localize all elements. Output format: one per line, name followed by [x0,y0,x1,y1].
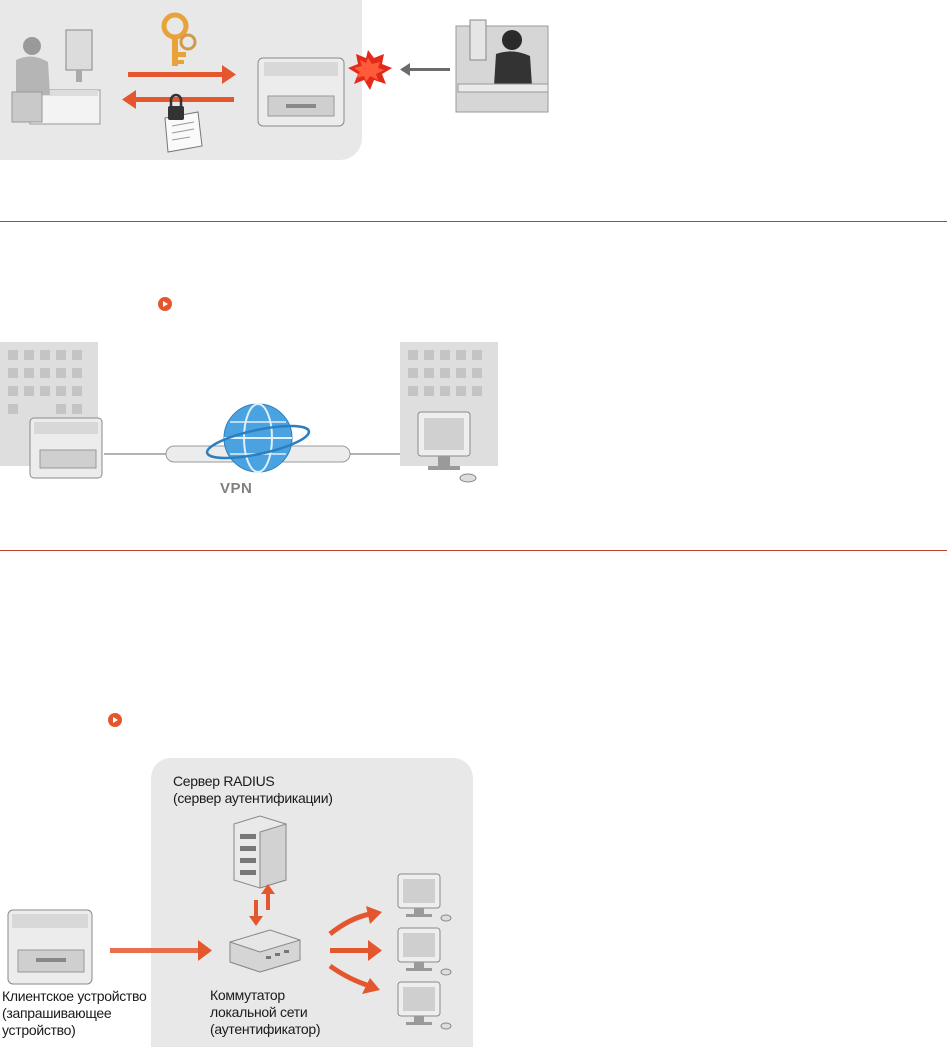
user-at-computer-icon [11,29,101,125]
client-monitor-icon [397,873,452,922]
switch-label-line-2: локальной сети [210,1004,308,1020]
section-separator [0,221,947,222]
vpn-label: VPN [220,480,253,497]
printer-icon [29,417,103,479]
tls-illustration-drawing [11,12,549,153]
link-arrow-icon[interactable] [108,713,122,727]
link-arrow-icon[interactable] [158,297,172,311]
building-icon [400,342,498,466]
key-icon [161,12,197,66]
client-label-line-3: устройство) [2,1022,76,1038]
attack-burst-icon [348,50,392,90]
bidirectional-arrows-icon [249,884,275,926]
client-monitor-icon [397,981,452,1030]
client-printer-icon [7,909,93,985]
lan-switch-icon [229,929,301,973]
arrow-right-icon [128,65,236,84]
client-label-line-2: (запрашивающее [2,1005,112,1021]
server-label-line-2: (сервер аутентификации) [173,790,333,806]
printer-icon [257,57,345,127]
switch-label-line-1: Коммутатор [210,987,285,1003]
computer-monitor-icon [417,411,477,483]
fanout-arrows-icon [328,906,382,994]
client-label-line-1: Клиентское устройство [2,988,147,1004]
attacker-icon [455,19,549,113]
arrow-left-attack-icon [400,63,450,76]
client-monitor-icon [397,927,452,976]
vpn-illustration [0,342,498,483]
arrow-left-icon [122,90,234,109]
switch-label-line-3: (аутентификатор) [210,1021,321,1037]
section-separator [0,550,947,551]
arrow-right-icon [110,940,212,961]
globe-icon [205,403,311,473]
ieee8021x-drawing [7,815,452,1030]
locked-document-icon [164,93,203,153]
server-label-line-1: Сервер RADIUS [173,773,275,789]
radius-server-icon [233,815,287,889]
